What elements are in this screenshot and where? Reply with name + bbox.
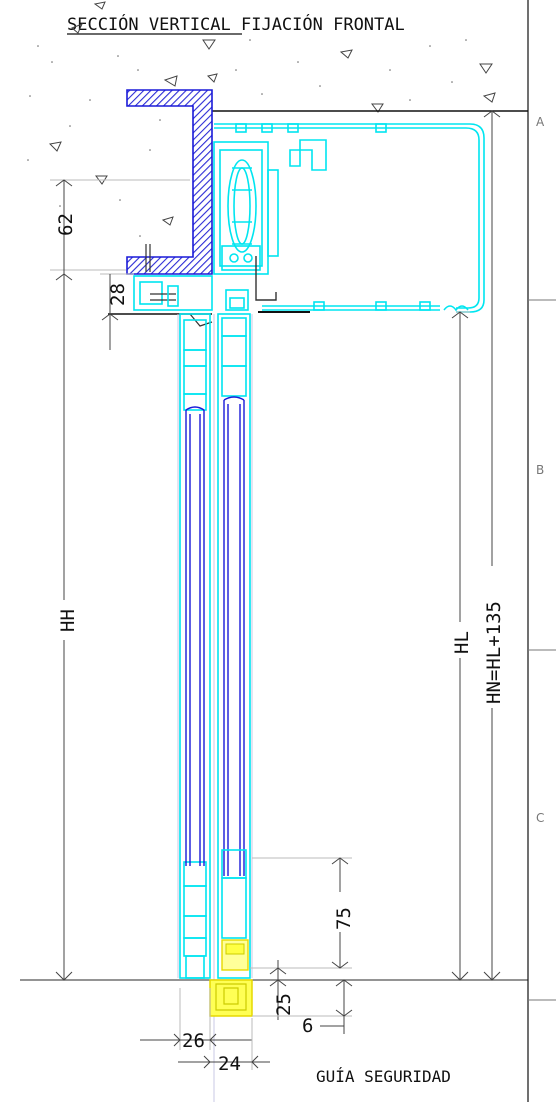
carriage-assembly	[213, 141, 279, 311]
safety-guide-label: GUÍA SEGURIDAD	[316, 1067, 451, 1086]
dimension-26: 26	[140, 988, 252, 1052]
door-leaf-inner	[217, 313, 251, 979]
zone-label-c: C	[536, 811, 544, 825]
concrete-ceiling	[27, 1, 496, 237]
dim-6-label: 6	[302, 1015, 313, 1037]
dim-62-label: 62	[55, 213, 77, 236]
dimension-28: 28	[100, 273, 134, 350]
glass-panes	[177, 314, 253, 1102]
dim-hh-label: HH	[57, 609, 79, 632]
dim-hn-label: HN=HL+135	[483, 601, 505, 704]
dim-75-label: 75	[333, 907, 355, 930]
dimension-hh: HH	[54, 273, 79, 981]
dimension-75: 75	[252, 857, 355, 969]
dim-26-label: 26	[182, 1030, 205, 1052]
dimension-hn: HN=HL+135	[481, 110, 505, 981]
dim-hl-label: HL	[451, 631, 473, 654]
dimension-24: 24	[178, 1018, 270, 1075]
door-leaf-outer	[179, 313, 211, 979]
dim-28-label: 28	[107, 283, 129, 306]
dimension-25: 25	[250, 960, 295, 1020]
zone-label-a: A	[536, 115, 545, 129]
sheet-border: A B C	[527, 0, 556, 1102]
dimension-62: 62	[50, 179, 190, 274]
zone-label-b: B	[536, 463, 544, 477]
dimension-6: 6	[252, 979, 353, 1037]
dimension-hl: HL	[449, 311, 473, 981]
wall-bracket-hatched	[126, 89, 213, 275]
title-block: SECCIÓN VERTICAL FIJACIÓN FRONTAL	[67, 13, 405, 35]
safety-floor-guide	[209, 979, 253, 1017]
dim-25-label: 25	[273, 993, 295, 1016]
top-rail-profile	[214, 123, 485, 313]
dim-24-label: 24	[218, 1053, 241, 1075]
drawing-title: SECCIÓN VERTICAL FIJACIÓN FRONTAL	[67, 13, 405, 35]
